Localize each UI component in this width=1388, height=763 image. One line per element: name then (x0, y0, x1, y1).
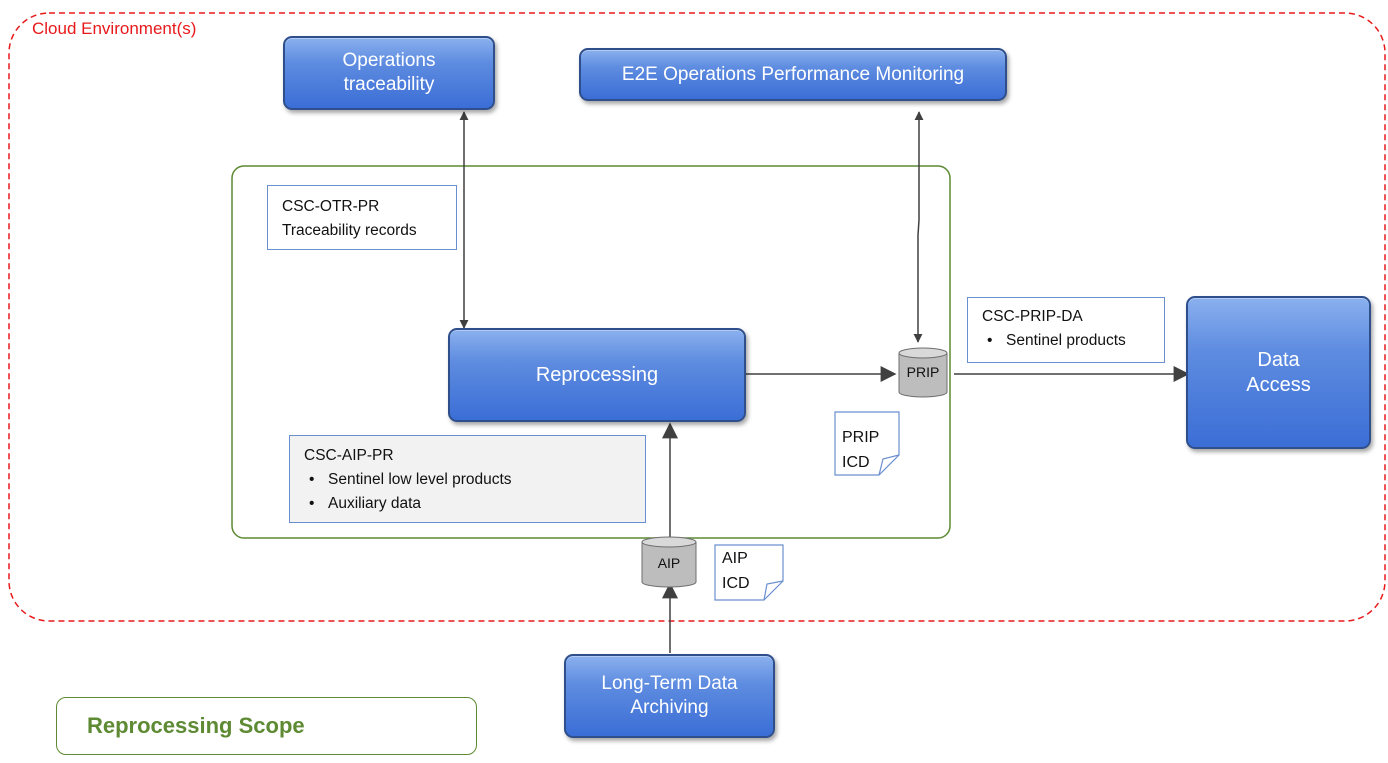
aip-icd-label: AIP ICD (722, 546, 750, 596)
prip-icd-document-icon (834, 411, 900, 476)
e2e-monitoring-label: E2E Operations Performance Monitoring (621, 63, 965, 85)
reprocessing-box[interactable]: Reprocessing (448, 328, 746, 422)
prip-icd-line2: ICD (842, 454, 870, 471)
operations-traceability-line2: traceability (343, 74, 435, 95)
monitoring-connector (913, 111, 924, 343)
aip-store-label: AIP (657, 555, 681, 571)
operations-traceability-line1: Operations (342, 50, 436, 72)
prip-icd-line1: PRIP (842, 429, 880, 446)
csc-otr-pr-title: CSC-OTR-PR (282, 198, 380, 215)
list-item: Sentinel products (982, 329, 1150, 353)
operations-traceability-box[interactable]: Operations traceability (283, 36, 495, 110)
reprocessing-scope-boundary (231, 165, 951, 539)
aip-icd-document-icon (714, 544, 784, 601)
reprocessing-scope-legend: Reprocessing Scope (56, 697, 477, 755)
e2e-monitoring-box[interactable]: E2E Operations Performance Monitoring (579, 48, 1007, 101)
long-term-data-archiving-box[interactable]: Long-Term Data Archiving (564, 654, 775, 738)
csc-prip-da-interface-box: CSC-PRIP-DA Sentinel products (967, 297, 1165, 363)
prip-icd-label: PRIP ICD (842, 425, 879, 475)
data-access-box[interactable]: Data Access (1186, 296, 1371, 449)
cloud-environment-boundary (8, 12, 1386, 622)
ltda-line2: Archiving (630, 697, 709, 718)
list-item: Sentinel low level products (304, 468, 631, 492)
reprocessing-label: Reprocessing (535, 363, 659, 386)
csc-otr-pr-interface-box: CSC-OTR-PR Traceability records (267, 185, 457, 250)
data-access-line1: Data (1257, 348, 1300, 371)
csc-aip-pr-list: Sentinel low level products Auxiliary da… (304, 468, 631, 516)
list-item: Auxiliary data (304, 492, 631, 516)
csc-aip-pr-title: CSC-AIP-PR (304, 447, 394, 464)
aip-icd-line2: ICD (722, 575, 750, 592)
aip-icd-line1: AIP (722, 550, 748, 567)
prip-store-cylinder (898, 347, 948, 398)
cloud-environment-label: Cloud Environment(s) (32, 19, 197, 38)
csc-aip-pr-interface-box: CSC-AIP-PR Sentinel low level products A… (289, 435, 646, 523)
reprocessing-scope-label: Reprocessing Scope (87, 713, 305, 738)
prip-store-label: PRIP (906, 364, 940, 380)
ltda-line1: Long-Term Data (601, 673, 738, 695)
data-access-line2: Access (1246, 373, 1311, 396)
csc-otr-pr-description: Traceability records (282, 222, 417, 239)
aip-store-cylinder (641, 536, 697, 588)
csc-prip-da-title: CSC-PRIP-DA (982, 308, 1083, 325)
csc-prip-da-list: Sentinel products (982, 329, 1150, 353)
